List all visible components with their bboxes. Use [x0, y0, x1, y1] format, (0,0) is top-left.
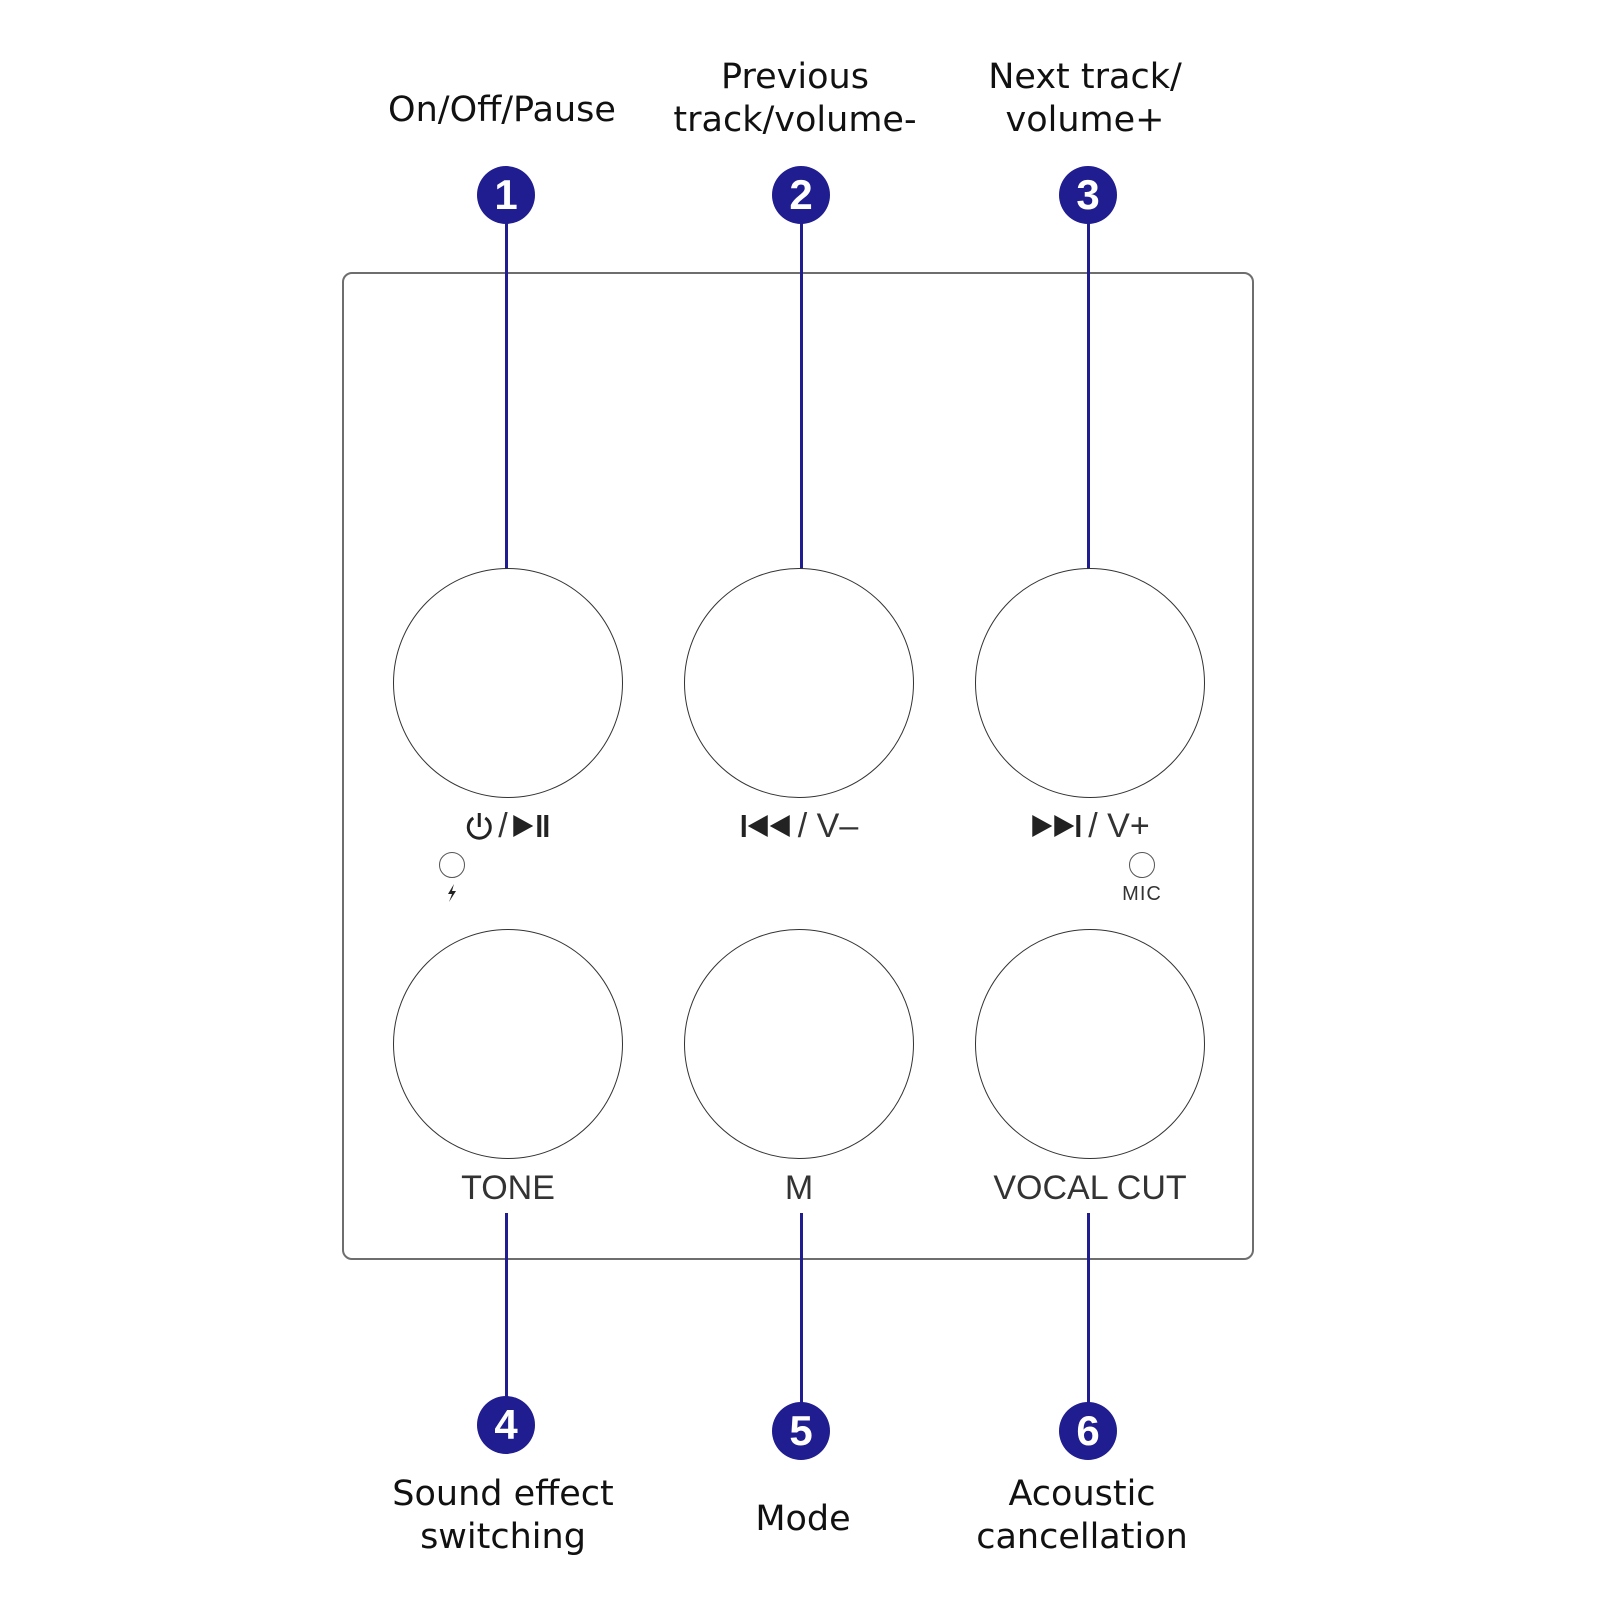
button-caption-1: / [464, 808, 551, 844]
button-caption-1-separator: / [498, 807, 508, 845]
next-track-icon [1032, 815, 1081, 837]
callout-badge-1: 1 [477, 166, 535, 224]
mic-label: MIC [1122, 883, 1162, 905]
leader-line-6 [1087, 1213, 1090, 1433]
callout-label-2: Previous track/volume- [673, 57, 917, 140]
callout-label-1: On/Off/Pause [388, 90, 616, 130]
callout-label-3: Next track/ volume+ [988, 57, 1182, 140]
leader-line-3 [1087, 195, 1090, 570]
power-play-pause-button[interactable] [393, 568, 623, 798]
callout-label-6: Acoustic cancellation [976, 1474, 1188, 1557]
mode-button[interactable] [684, 929, 914, 1159]
leader-line-2 [800, 195, 803, 570]
tone-button[interactable] [393, 929, 623, 1159]
play-pause-icon [513, 815, 549, 837]
callout-label-4: Sound effect switching [392, 1474, 614, 1557]
leader-line-1 [505, 195, 508, 570]
previous-track-icon [741, 815, 790, 837]
leader-line-5 [800, 1213, 803, 1433]
callout-badge-5: 5 [772, 1402, 830, 1460]
callout-label-5: Mode [755, 1499, 851, 1539]
power-icon [466, 813, 492, 840]
button-caption-2: / V– [740, 808, 858, 844]
callout-badge-6: 6 [1059, 1402, 1117, 1460]
button-caption-6: VOCAL CUT [993, 1169, 1187, 1207]
charging-bolt-icon [448, 884, 456, 902]
leader-line-4 [505, 1213, 508, 1428]
mic-indicator-light [1129, 852, 1155, 878]
previous-volume-down-button[interactable] [684, 568, 914, 798]
button-caption-3-text: / V+ [1088, 807, 1150, 845]
button-caption-4: TONE [461, 1169, 555, 1207]
button-caption-5: M [784, 1169, 814, 1207]
callout-badge-2: 2 [772, 166, 830, 224]
vocal-cut-button[interactable] [975, 929, 1205, 1159]
callout-badge-3: 3 [1059, 166, 1117, 224]
next-volume-up-button[interactable] [975, 568, 1205, 798]
callout-badge-4: 4 [477, 1396, 535, 1454]
charging-indicator-light [439, 852, 465, 878]
button-caption-2-text: / V– [797, 807, 859, 845]
button-caption-3: / V+ [1030, 807, 1150, 845]
